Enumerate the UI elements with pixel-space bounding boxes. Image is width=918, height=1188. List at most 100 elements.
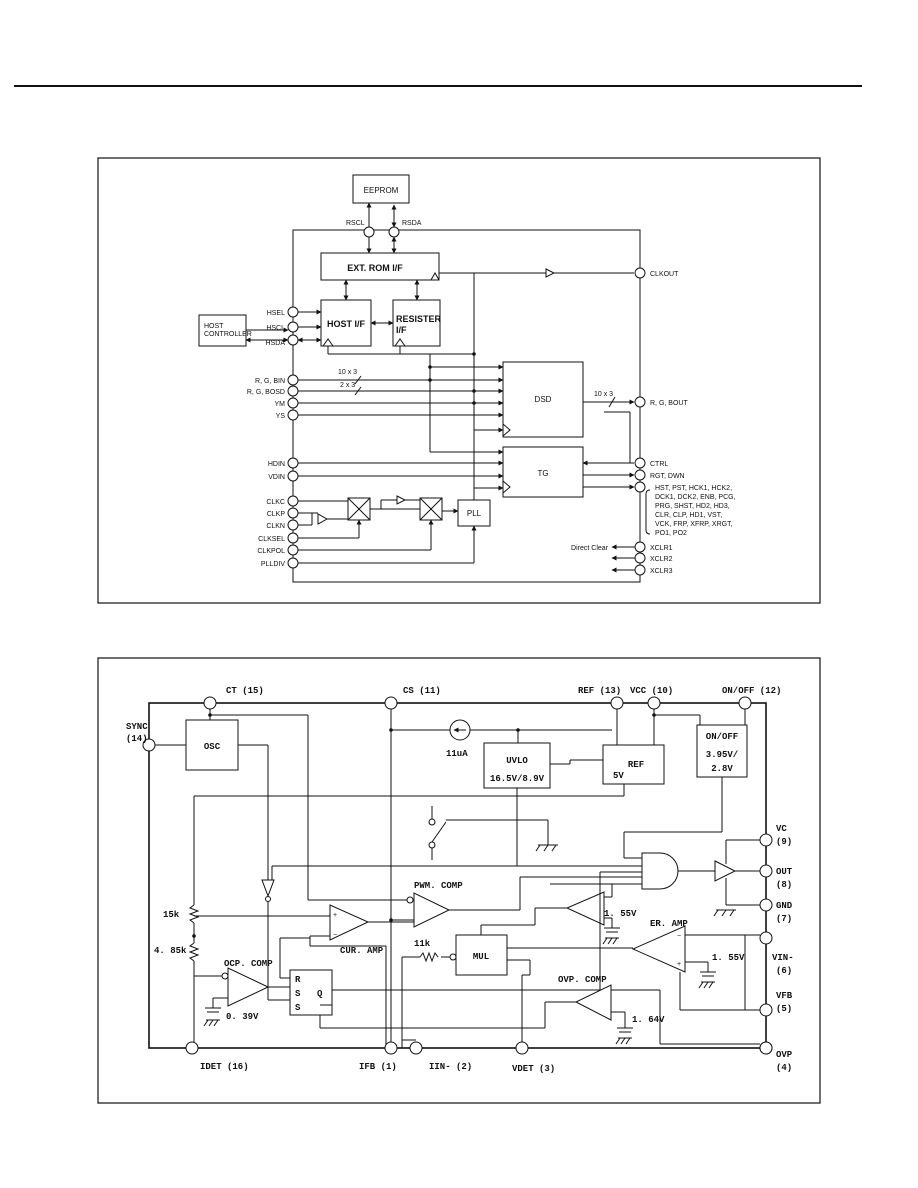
onoff-threshold-2: 2.8V (711, 764, 733, 774)
rss-s2-label: S (295, 1003, 301, 1013)
rsda-label: RSDA (402, 220, 422, 227)
r485k-label: 4. 85k (154, 946, 187, 956)
uvlo-threshold: 16.5V/8.9V (490, 774, 545, 784)
pwm-comp-label: PWM. COMP (414, 881, 463, 891)
iin-label: IIN- (2) (429, 1062, 472, 1072)
vdet-label: VDET (3) (512, 1064, 555, 1074)
chip1-outline (292, 229, 641, 583)
pin-out (759, 864, 773, 878)
vin-label-2: (6) (776, 966, 792, 976)
sync-label-2: (14) (126, 734, 148, 744)
pin-ifb (384, 1041, 398, 1055)
ovp-comparator (574, 984, 612, 1021)
current-source-label: 11uA (446, 749, 468, 759)
pin-clkp (287, 507, 299, 519)
onoff-block (696, 724, 748, 778)
ys-label: YS (276, 413, 286, 420)
and-gate (641, 852, 679, 890)
clksel-label: CLKSEL (258, 536, 285, 543)
cur-amp-minus: − (333, 932, 337, 939)
xclr1-label: XCLR1 (650, 545, 673, 552)
host-controller-label-2: CONTROLLER (204, 331, 252, 338)
ifb-label: IFB (1) (359, 1062, 397, 1072)
resistor-4k85 (188, 942, 200, 962)
pin-rgb-osd (287, 385, 299, 397)
switch-contact-a (428, 818, 436, 826)
v039-label: 0. 39V (226, 1012, 259, 1022)
pin-ovp (759, 1041, 773, 1055)
xclr3-label: XCLR3 (650, 568, 673, 575)
ym-label: YM (275, 401, 286, 408)
direct-clear-label: Direct Clear (571, 545, 609, 552)
pll-label: PLL (467, 509, 482, 518)
idet-label: IDET (16) (200, 1062, 249, 1072)
dsd-label: DSD (535, 395, 552, 404)
tg-block (502, 446, 584, 498)
ovp-label-2: (4) (776, 1063, 792, 1073)
diagram1-frame (97, 157, 821, 604)
pin-rsda (388, 226, 400, 238)
pin-gnd (759, 898, 773, 912)
rss-s1-label: S (295, 989, 301, 999)
hsel-label: HSEL (267, 310, 285, 317)
ocp-comparator (227, 967, 270, 1007)
pin-xclr3 (634, 564, 646, 576)
rgb-osd-label: R, G, BOSD (247, 389, 285, 396)
clkc-label: CLKC (266, 499, 285, 506)
rgb-in-label: R, G, BIN (255, 378, 285, 385)
resistor-15k (188, 904, 200, 924)
pin-hscl (287, 321, 299, 333)
pin-rgb-in (287, 374, 299, 386)
host-controller-block (198, 314, 247, 347)
register-if-block (392, 299, 441, 347)
switch-contact-b (428, 841, 436, 849)
tg-output-line: PRG, SHST, HD2, HD3, (655, 503, 730, 510)
onoff-threshold-1: 3.95V/ (706, 750, 738, 760)
pin-vcc (647, 696, 661, 710)
vc-label-1: VC (776, 824, 787, 834)
pin-hsel (287, 306, 299, 318)
pin-clkc (287, 495, 299, 507)
er-amp-plus: + (677, 961, 681, 968)
pin-vc (759, 833, 773, 847)
onoff-pin-label: ON/OFF (12) (722, 686, 781, 696)
tg-output-line: HST, PST, HCK1, HCK2, (655, 485, 732, 492)
inverter (261, 879, 275, 898)
pin-xclr1 (634, 541, 646, 553)
output-driver (714, 860, 737, 882)
rgb-out-label: R, G, BOUT (650, 400, 688, 407)
rss-r-label: R (295, 975, 301, 985)
pin-rgt-dwn (634, 469, 646, 481)
vdin-label: VDIN (268, 474, 285, 481)
uvp-comparator (565, 891, 605, 926)
eeprom-label: EEPROM (364, 186, 399, 195)
ext-rom-if-label: EXT. ROM I/F (347, 263, 403, 273)
tg-output-line: DCK1, DCK2, ENB, PCG, (655, 494, 736, 501)
pin-onoff (738, 696, 752, 710)
v155-b-label: 1. 55V (712, 953, 745, 963)
tg-output-line: VCK, FRP, XFRP, XRGT, (655, 521, 733, 528)
v164-label: 1. 64V (632, 1015, 665, 1025)
pin-hsda (287, 334, 299, 346)
out-label-2: (8) (776, 880, 792, 890)
r11k-label: 11k (414, 939, 431, 949)
pin-ctrl (634, 457, 646, 469)
vin-label-1: VIN- (772, 953, 794, 963)
pin-rscl (363, 226, 375, 238)
ref-block (602, 744, 665, 785)
sync-label-1: SYNC (126, 722, 148, 732)
bus-2x3-label: 2 x 3 (340, 382, 355, 389)
clkn-label: CLKN (266, 523, 285, 530)
onoff-block-label: ON/OFF (706, 732, 738, 742)
ctrl-label: CTRL (650, 461, 668, 468)
pin-clksel (287, 532, 299, 544)
ovp-label-1: OVP (776, 1050, 793, 1060)
cur-amp-label: CUR. AMP (340, 946, 384, 956)
pin-vin (759, 931, 773, 945)
uvlo-block (483, 742, 551, 789)
tg-outputs-list: HST, PST, HCK1, HCK2, DCK1, DCK2, ENB, P… (655, 485, 736, 537)
pin-clkout (634, 267, 646, 279)
bus-10x3-out-label: 10 x 3 (594, 391, 613, 398)
pin-tg-outputs (634, 481, 646, 493)
hscl-label: HSCL (266, 325, 285, 332)
